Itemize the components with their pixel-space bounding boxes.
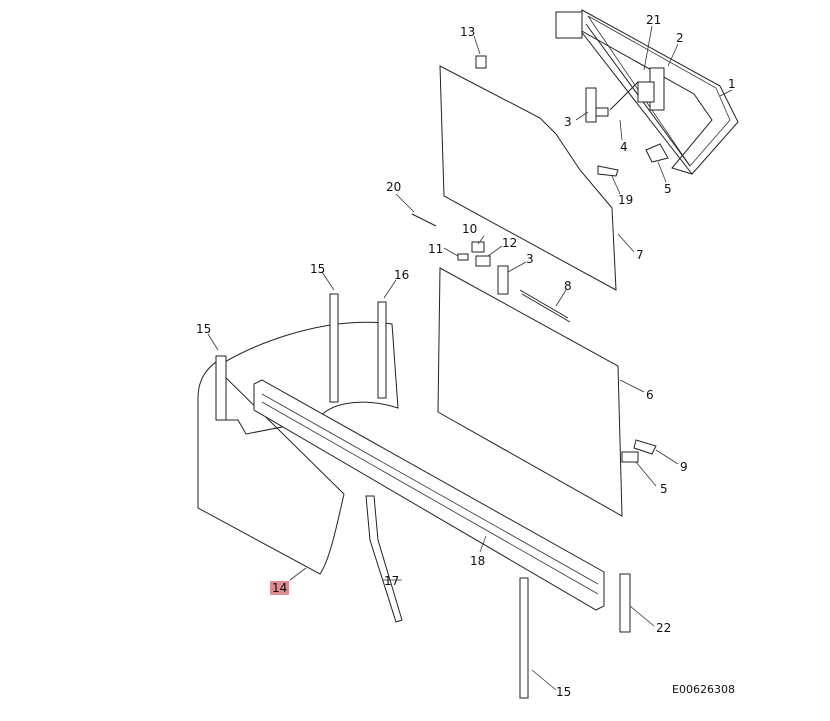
callout-18[interactable]: 18 (470, 554, 486, 568)
callout-12[interactable]: 12 (502, 236, 518, 250)
callout-15-left[interactable]: 15 (196, 322, 212, 336)
part-22-bracket (619, 573, 631, 633)
callout-1[interactable]: 1 (728, 77, 736, 91)
callout-19[interactable]: 19 (618, 193, 634, 207)
part-15-post-a (329, 293, 339, 403)
part-17-leg (365, 495, 403, 623)
callout-4[interactable]: 4 (620, 140, 628, 154)
callout-13[interactable]: 13 (460, 25, 476, 39)
callout-15-lower[interactable]: 15 (556, 685, 572, 699)
part-13-clip (475, 55, 487, 69)
callout-2[interactable]: 2 (676, 31, 684, 45)
part-8-strut (519, 289, 569, 319)
part-3-bracket-lower (497, 265, 509, 295)
callout-5-lower[interactable]: 5 (660, 482, 668, 496)
callout-7[interactable]: 7 (636, 248, 644, 262)
callout-3-lower[interactable]: 3 (526, 252, 534, 266)
callout-15-upper[interactable]: 15 (310, 262, 326, 276)
callout-10[interactable]: 10 (462, 222, 478, 236)
part-11 (457, 253, 469, 261)
callout-3-upper[interactable]: 3 (564, 115, 572, 129)
callout-5-upper[interactable]: 5 (664, 182, 672, 196)
leader-lines (207, 25, 733, 691)
callout-9[interactable]: 9 (680, 460, 688, 474)
part-6-panel (437, 267, 623, 517)
part-1-frame (555, 9, 739, 175)
part-12 (475, 255, 491, 267)
part-3-bracket-upper (585, 87, 609, 123)
callout-22[interactable]: 22 (656, 621, 672, 635)
part-7-panel (439, 65, 617, 291)
part-5-clip-upper (645, 143, 669, 163)
part-20-pin (411, 213, 437, 227)
part-16-post (377, 301, 387, 399)
part-18-rail (253, 379, 605, 611)
part-15-post-b (215, 355, 227, 421)
callout-17[interactable]: 17 (384, 574, 400, 588)
callout-20[interactable]: 20 (386, 180, 402, 194)
callout-11[interactable]: 11 (428, 242, 444, 256)
callout-8[interactable]: 8 (564, 279, 572, 293)
document-id: E00626308 (672, 683, 735, 696)
part-9-clip (633, 439, 657, 455)
callout-14-highlighted[interactable]: 14 (270, 581, 290, 595)
part-4-rod (609, 81, 639, 111)
part-5-clip-lower (621, 451, 639, 463)
callout-21[interactable]: 21 (646, 13, 662, 27)
part-10 (471, 241, 485, 253)
part-19-hinge (597, 165, 619, 177)
callout-6[interactable]: 6 (646, 388, 654, 402)
callout-16[interactable]: 16 (394, 268, 410, 282)
part-15-post-c (519, 577, 529, 699)
